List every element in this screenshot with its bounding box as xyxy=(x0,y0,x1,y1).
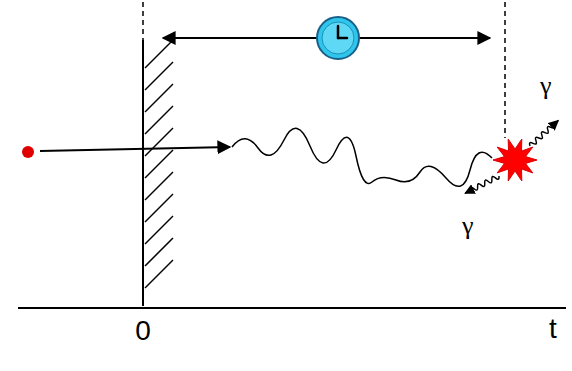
target-wall xyxy=(143,40,173,306)
gamma-label: γ xyxy=(462,212,474,241)
clock-icon xyxy=(317,17,359,59)
time-axis xyxy=(18,307,566,309)
diffusion-path xyxy=(232,128,492,186)
incoming-arrow xyxy=(40,147,230,151)
axis-label: t xyxy=(549,314,557,345)
end-marker xyxy=(504,2,506,138)
axis-origin: 0 xyxy=(135,316,151,347)
start-marker xyxy=(142,2,144,306)
gamma-label: γ xyxy=(540,72,552,101)
gamma-photon xyxy=(528,119,560,148)
gamma-photon xyxy=(464,174,500,196)
positron-dot xyxy=(22,146,34,158)
